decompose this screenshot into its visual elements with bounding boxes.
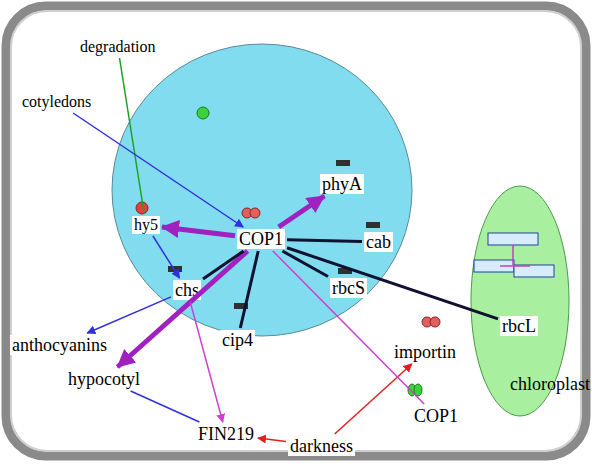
gene-label: hy5 <box>132 216 160 234</box>
connector <box>162 227 235 236</box>
connector <box>131 391 200 422</box>
connector <box>258 438 286 442</box>
gene-label: COP1 <box>237 229 285 249</box>
node-text: COP1 <box>412 406 460 426</box>
protein-icon <box>430 317 440 327</box>
node-text: anthocyanins <box>10 335 109 355</box>
connector <box>279 196 325 227</box>
connector <box>73 113 243 227</box>
organ-label: cotyledons <box>20 93 93 111</box>
connector <box>240 251 258 328</box>
gene-label: cab <box>364 232 393 252</box>
node-text: chloroplast <box>508 374 592 394</box>
connector <box>335 364 412 434</box>
node-text: importin <box>392 342 458 362</box>
pathway-box <box>488 233 538 245</box>
nucleus <box>112 44 412 336</box>
connector <box>273 251 424 404</box>
connector <box>203 251 244 279</box>
node-text: rbcL <box>500 316 538 336</box>
node-text: cotyledons <box>20 93 93 111</box>
gene-label: cip4 <box>220 330 255 350</box>
node-text: hypocotyl <box>66 369 142 389</box>
connector <box>282 251 328 277</box>
organelle: chloroplastrbcL <box>470 185 570 417</box>
cell-wall <box>6 6 586 456</box>
node-text: phyA <box>320 174 364 194</box>
node-text: chs <box>173 280 201 300</box>
cell-membrane <box>11 11 581 451</box>
node-text: degradation <box>78 38 158 56</box>
gene-label: rbcS <box>330 278 367 298</box>
signal-label: darkness <box>288 436 355 456</box>
protein-label: FIN219 <box>196 424 256 444</box>
gene-label: rbcL <box>500 316 538 336</box>
connector <box>87 297 171 333</box>
connector <box>190 302 223 422</box>
gene-label: chs <box>173 280 201 300</box>
node-text: hy5 <box>132 216 160 234</box>
connector <box>287 240 362 242</box>
node-text: cab <box>364 232 393 252</box>
node-text: FIN219 <box>196 424 256 444</box>
node-text: COP1 <box>237 229 285 249</box>
organ-label: hypocotyl <box>66 369 142 389</box>
pathway-box <box>514 265 554 277</box>
protein-label: importin <box>392 342 458 362</box>
gene-label: phyA <box>320 174 364 194</box>
note-label: degradation <box>78 38 158 56</box>
node-text: darkness <box>288 436 355 456</box>
product-label: anthocyanins <box>10 335 109 355</box>
connector <box>120 58 145 214</box>
protein-icon <box>136 202 148 214</box>
protein-label: COP1 <box>412 406 460 426</box>
protein-icon <box>197 107 209 119</box>
pathway-link <box>500 245 530 266</box>
node-text: cip4 <box>220 330 255 350</box>
node-text: rbcS <box>330 278 367 298</box>
connector <box>153 236 179 278</box>
connector <box>287 248 498 319</box>
protein-icon <box>414 384 422 396</box>
protein-icon <box>250 208 260 218</box>
